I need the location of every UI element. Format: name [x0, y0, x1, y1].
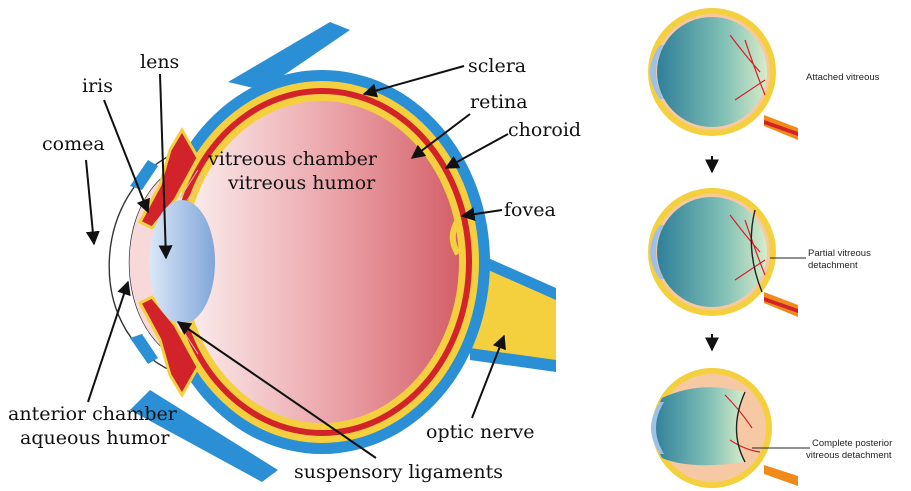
label-optic-nerve: optic nerve: [426, 421, 535, 443]
label-fovea: fovea: [504, 199, 556, 221]
label-vitreous-humor: vitreous humor: [227, 172, 376, 194]
label-lens: lens: [140, 51, 179, 73]
label-sclera: sclera: [468, 55, 526, 77]
label-choroid: choroid: [508, 119, 581, 141]
label-partial-line2: detachment: [808, 260, 858, 271]
stage-partial: Partial vitreous detachment: [648, 188, 871, 317]
label-anterior-chamber: anterior chamber: [8, 403, 178, 425]
stage-complete: Complete posterior vitreous detachment: [651, 368, 892, 488]
label-iris: iris: [82, 75, 113, 97]
label-suspensory-ligaments: suspensory ligaments: [294, 461, 503, 483]
stage-attached: Attached vitreous: [648, 8, 880, 140]
label-vitreous-chamber: vitreous chamber: [207, 148, 378, 170]
label-aqueous-humor: aqueous humor: [20, 427, 170, 449]
label-complete-line1: Complete posterior: [812, 438, 892, 449]
label-attached-vitreous: Attached vitreous: [806, 72, 880, 83]
lens: [149, 200, 215, 324]
label-cornea: comea: [42, 133, 105, 155]
label-partial-line1: Partial vitreous: [808, 248, 871, 259]
label-complete-line2: vitreous detachment: [806, 450, 892, 461]
label-retina: retina: [470, 91, 528, 113]
